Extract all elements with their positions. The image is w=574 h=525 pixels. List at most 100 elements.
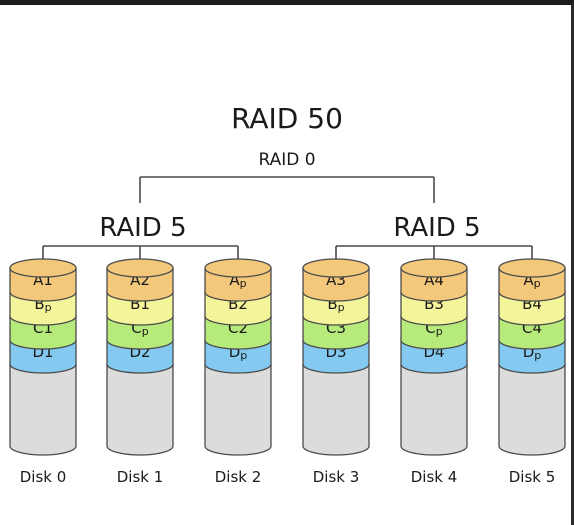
- block-index: 4: [532, 295, 542, 313]
- disk-empty-space: [302, 363, 370, 456]
- block-label-base: B: [424, 295, 434, 313]
- disk-top-cap: [204, 258, 272, 278]
- block-index: 4: [532, 319, 542, 337]
- block-label-base: A: [326, 271, 337, 289]
- disk-label: Disk 0: [20, 468, 67, 486]
- diagram-title: RAID 50: [231, 102, 343, 135]
- block-index: 1: [44, 343, 54, 361]
- block-label: Bp: [34, 295, 51, 314]
- disk-empty-space: [9, 363, 77, 456]
- block-label-base: C: [228, 319, 238, 337]
- block-index: 1: [43, 319, 53, 337]
- block-label: C4: [522, 319, 542, 337]
- block-label: A2: [130, 271, 150, 289]
- block-index: 3: [337, 343, 347, 361]
- block-label: C3: [326, 319, 346, 337]
- block-label: Dp: [523, 343, 542, 362]
- block-label: D1: [32, 343, 53, 361]
- disk-top-cap: [400, 258, 468, 278]
- block-label: D2: [129, 343, 150, 361]
- disk-top-cap: [9, 258, 77, 278]
- block-index: 4: [435, 343, 445, 361]
- block-label-base: A: [229, 271, 240, 289]
- disk-top-cap: [302, 258, 370, 278]
- block-label-base: D: [523, 343, 535, 361]
- disk-empty-space: [400, 363, 468, 456]
- disk-label: Disk 2: [215, 468, 262, 486]
- block-index: 1: [140, 295, 150, 313]
- block-label-base: D: [129, 343, 141, 361]
- block-label-base: C: [522, 319, 532, 337]
- block-label: D3: [325, 343, 346, 361]
- block-label: B4: [522, 295, 542, 313]
- block-label: Ap: [523, 271, 540, 290]
- block-label-base: A: [523, 271, 534, 289]
- block-label: B3: [424, 295, 444, 313]
- raid5-label-right: RAID 5: [393, 213, 480, 243]
- block-label-base: B: [34, 295, 44, 313]
- raid5-label-left: RAID 5: [99, 213, 186, 243]
- block-label-base: C: [33, 319, 43, 337]
- block-label: Ap: [229, 271, 246, 290]
- block-index: 4: [434, 271, 444, 289]
- connector-lines: [42, 176, 533, 259]
- block-label-base: A: [33, 271, 44, 289]
- disk-empty-space: [106, 363, 174, 456]
- block-label-base: B: [522, 295, 532, 313]
- block-label: C2: [228, 319, 248, 337]
- parity-subscript: p: [534, 277, 541, 290]
- block-index: 3: [434, 295, 444, 313]
- disk-top-cap: [498, 258, 566, 278]
- block-label-base: C: [326, 319, 336, 337]
- block-label: Dp: [229, 343, 248, 362]
- block-label-base: B: [228, 295, 238, 313]
- block-index: 2: [238, 295, 248, 313]
- block-label-base: A: [130, 271, 141, 289]
- parity-subscript: p: [142, 325, 149, 338]
- block-label-base: C: [131, 319, 141, 337]
- raid0-label: RAID 0: [258, 150, 315, 170]
- block-label-base: D: [325, 343, 337, 361]
- parity-subscript: p: [240, 277, 247, 290]
- block-label-base: D: [423, 343, 435, 361]
- block-label: D4: [423, 343, 444, 361]
- block-label-base: D: [32, 343, 44, 361]
- disk-label: Disk 3: [313, 468, 360, 486]
- block-index: 1: [43, 271, 53, 289]
- block-label: B2: [228, 295, 248, 313]
- parity-subscript: p: [436, 325, 443, 338]
- block-label: A1: [33, 271, 53, 289]
- parity-subscript: p: [240, 349, 247, 362]
- disk-empty-space: [498, 363, 566, 456]
- top-bar: [0, 0, 574, 5]
- block-label: B1: [130, 295, 150, 313]
- block-index: 2: [140, 271, 150, 289]
- disk-top-cap: [106, 258, 174, 278]
- parity-subscript: p: [338, 301, 345, 314]
- parity-subscript: p: [534, 349, 541, 362]
- disk-label: Disk 5: [509, 468, 556, 486]
- block-label-base: A: [424, 271, 435, 289]
- block-label-base: B: [130, 295, 140, 313]
- parity-subscript: p: [45, 301, 52, 314]
- block-label: C1: [33, 319, 53, 337]
- right-edge: [571, 5, 574, 525]
- disk-label: Disk 1: [117, 468, 164, 486]
- block-label: Cp: [131, 319, 148, 338]
- block-label: A4: [424, 271, 444, 289]
- block-index: 3: [336, 271, 346, 289]
- block-label-base: D: [229, 343, 241, 361]
- block-index: 3: [336, 319, 346, 337]
- disk-label: Disk 4: [411, 468, 458, 486]
- block-label: A3: [326, 271, 346, 289]
- disk-empty-space: [204, 363, 272, 456]
- block-label: Cp: [425, 319, 442, 338]
- block-label-base: C: [425, 319, 435, 337]
